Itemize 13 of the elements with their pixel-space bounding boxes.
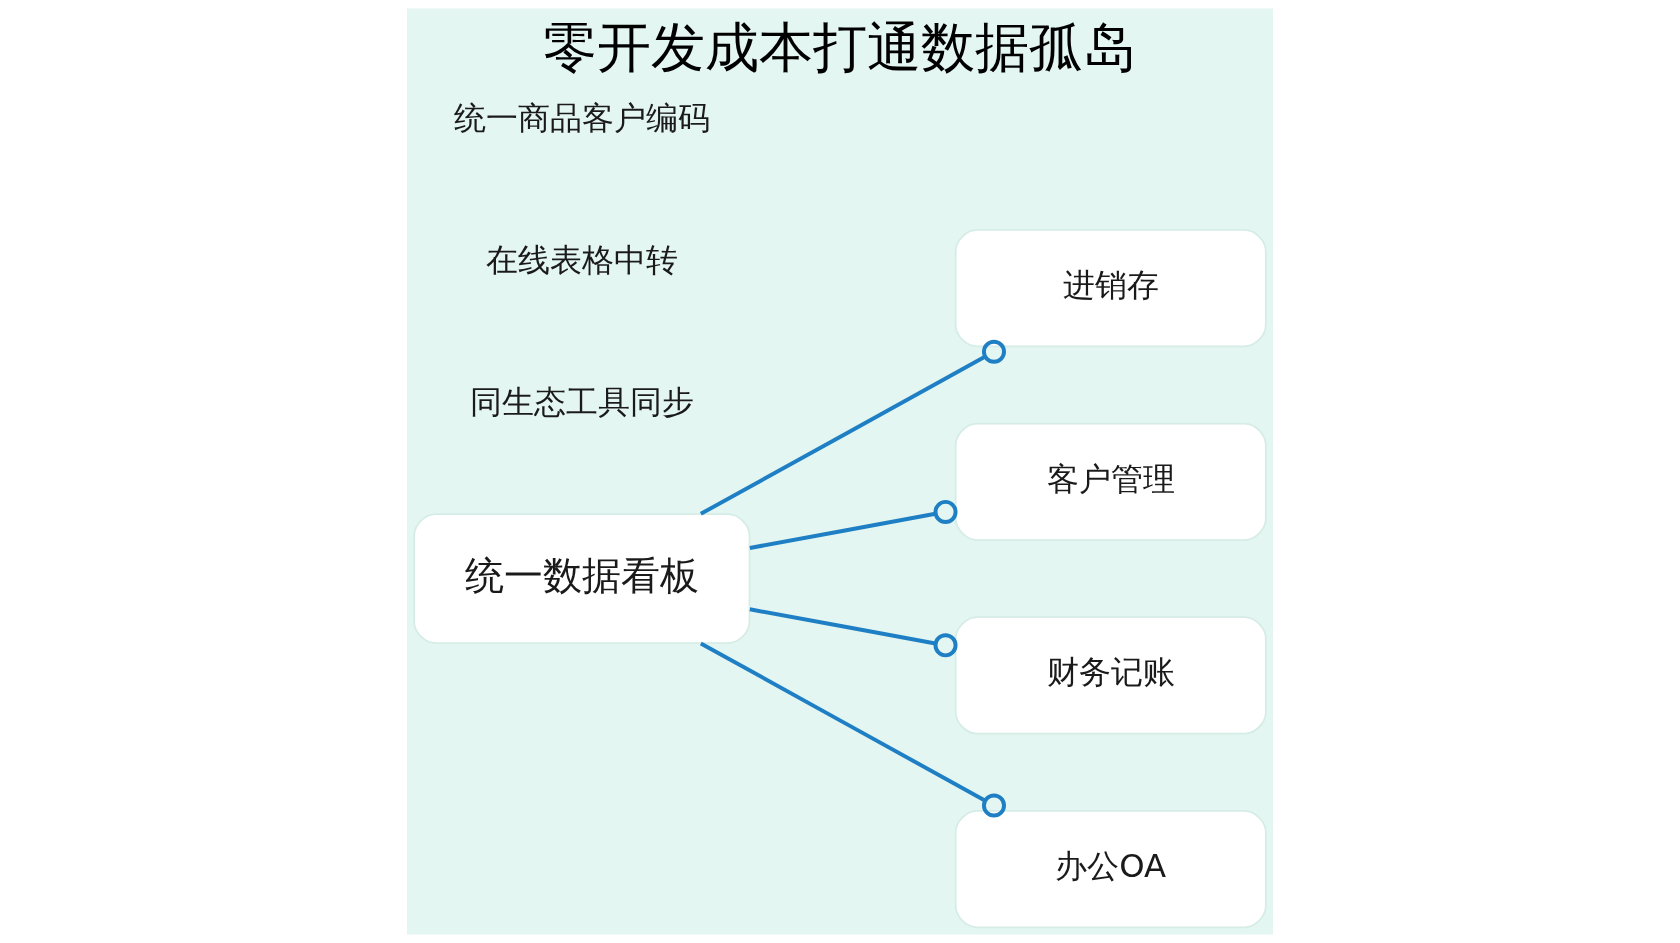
node-box: 财务记账 bbox=[954, 616, 1267, 735]
node-box: 客户管理 bbox=[954, 422, 1267, 541]
connector bbox=[749, 607, 958, 658]
node-box: 统一数据看板 bbox=[413, 513, 751, 645]
label: 在线表格中转 bbox=[485, 240, 678, 279]
connector bbox=[749, 499, 958, 550]
diagram-title: 零开发成本打通数据孤岛 bbox=[543, 15, 1137, 79]
connector bbox=[699, 641, 1006, 818]
label: 统一商品客户编码 bbox=[453, 99, 710, 138]
node-box: 进销存 bbox=[954, 229, 1267, 348]
node-box: 办公OA bbox=[954, 809, 1267, 929]
connector bbox=[699, 339, 1006, 516]
label: 同生态工具同步 bbox=[469, 382, 694, 421]
